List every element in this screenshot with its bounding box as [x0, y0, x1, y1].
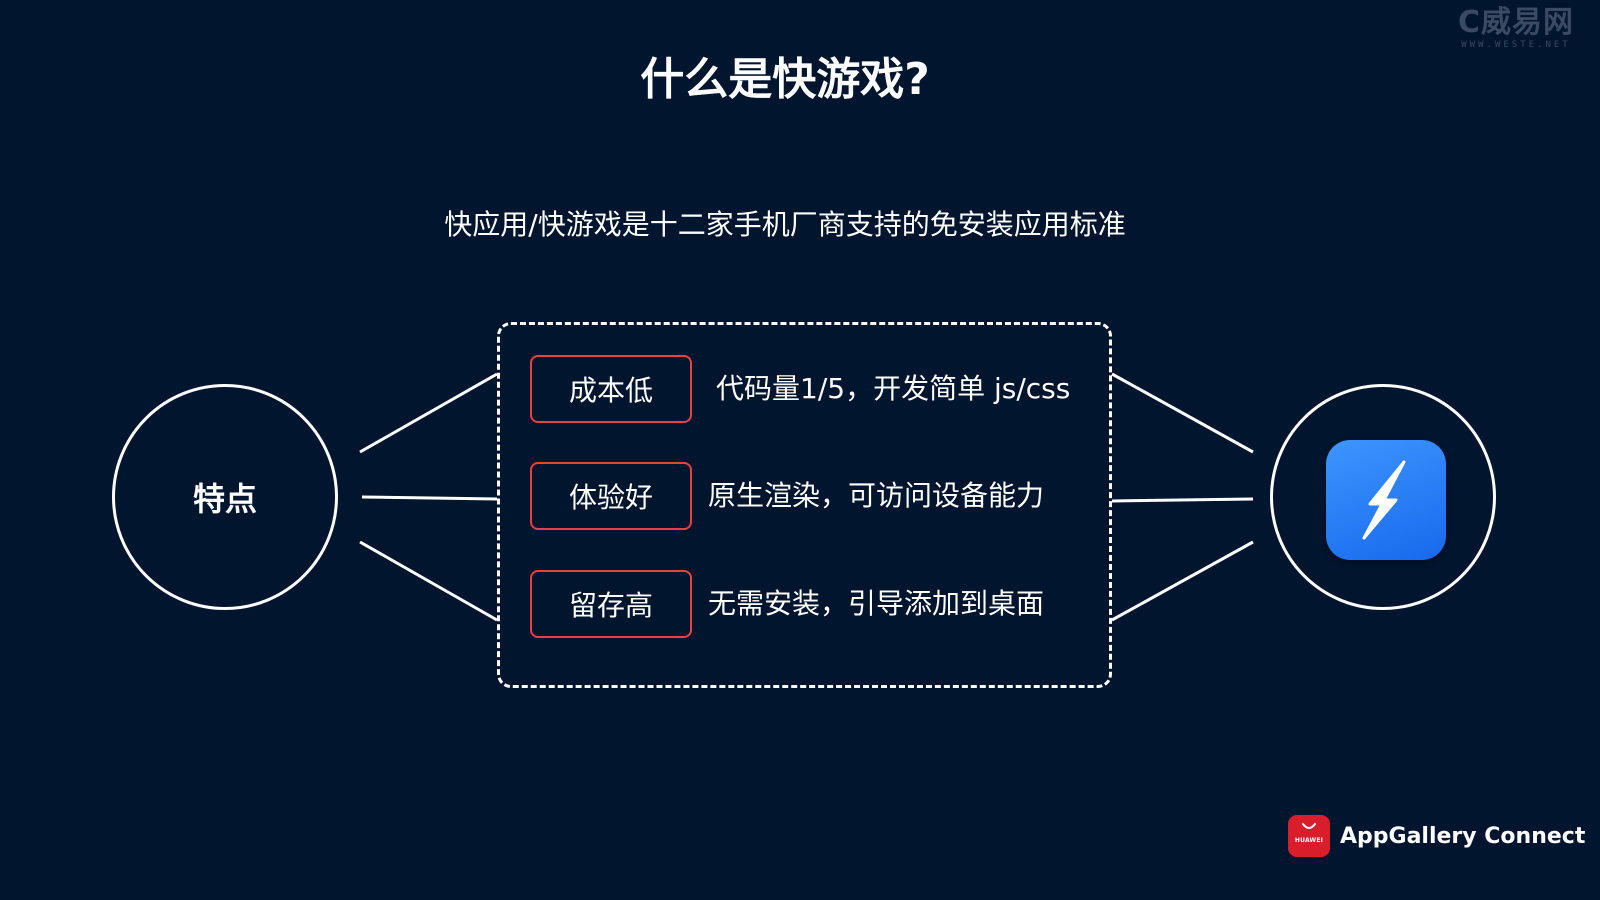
watermark-logo: C威易网	[1457, 5, 1575, 40]
connector-left-top	[359, 372, 498, 454]
feature-tag-retention: 留存高	[530, 570, 692, 638]
features-circle-label: 特点	[192, 480, 257, 518]
huawei-appgallery-icon: HUAWEI	[1288, 815, 1330, 857]
feature-row-experience: 体验好 原生渲染，可访问设备能力	[530, 462, 1110, 530]
connector-right-middle	[1111, 497, 1254, 503]
feature-tag-cost: 成本低	[530, 355, 692, 423]
features-circle: 特点	[112, 384, 338, 610]
app-circle	[1270, 384, 1496, 610]
feature-desc-cost: 代码量1/5，开发简单 js/css	[716, 372, 1071, 405]
connector-left-middle	[361, 495, 498, 501]
feature-row-retention: 留存高 无需安装，引导添加到桌面	[530, 570, 1110, 638]
features-dashed-box	[497, 322, 1112, 688]
connector-left-bottom	[359, 540, 498, 622]
watermark-url: WWW.WESTE.NET	[1461, 40, 1571, 50]
feature-desc-experience: 原生渲染，可访问设备能力	[708, 479, 1045, 512]
brand-footer: HUAWEI AppGallery Connect	[1288, 814, 1585, 858]
feature-tag-experience: 体验好	[530, 462, 692, 530]
watermark: C威易网 WWW.WESTE.NET	[1446, 5, 1586, 51]
slide-subtitle: 快应用/快游戏是十二家手机厂商支持的免安装应用标准	[444, 208, 1126, 241]
slide-title: 什么是快游戏?	[640, 54, 930, 105]
connector-right-top	[1111, 372, 1254, 454]
brand-logo-text: HUAWEI	[1294, 837, 1324, 844]
connector-right-bottom	[1111, 540, 1254, 622]
brand-name: AppGallery Connect	[1340, 823, 1586, 849]
quick-app-lightning-icon	[1326, 440, 1446, 560]
bag-handle-icon	[1302, 823, 1316, 829]
lightning-icon	[1362, 460, 1406, 540]
feature-desc-retention: 无需安装，引导添加到桌面	[708, 587, 1045, 620]
feature-row-cost: 成本低 代码量1/5，开发简单 js/css	[530, 355, 1110, 423]
